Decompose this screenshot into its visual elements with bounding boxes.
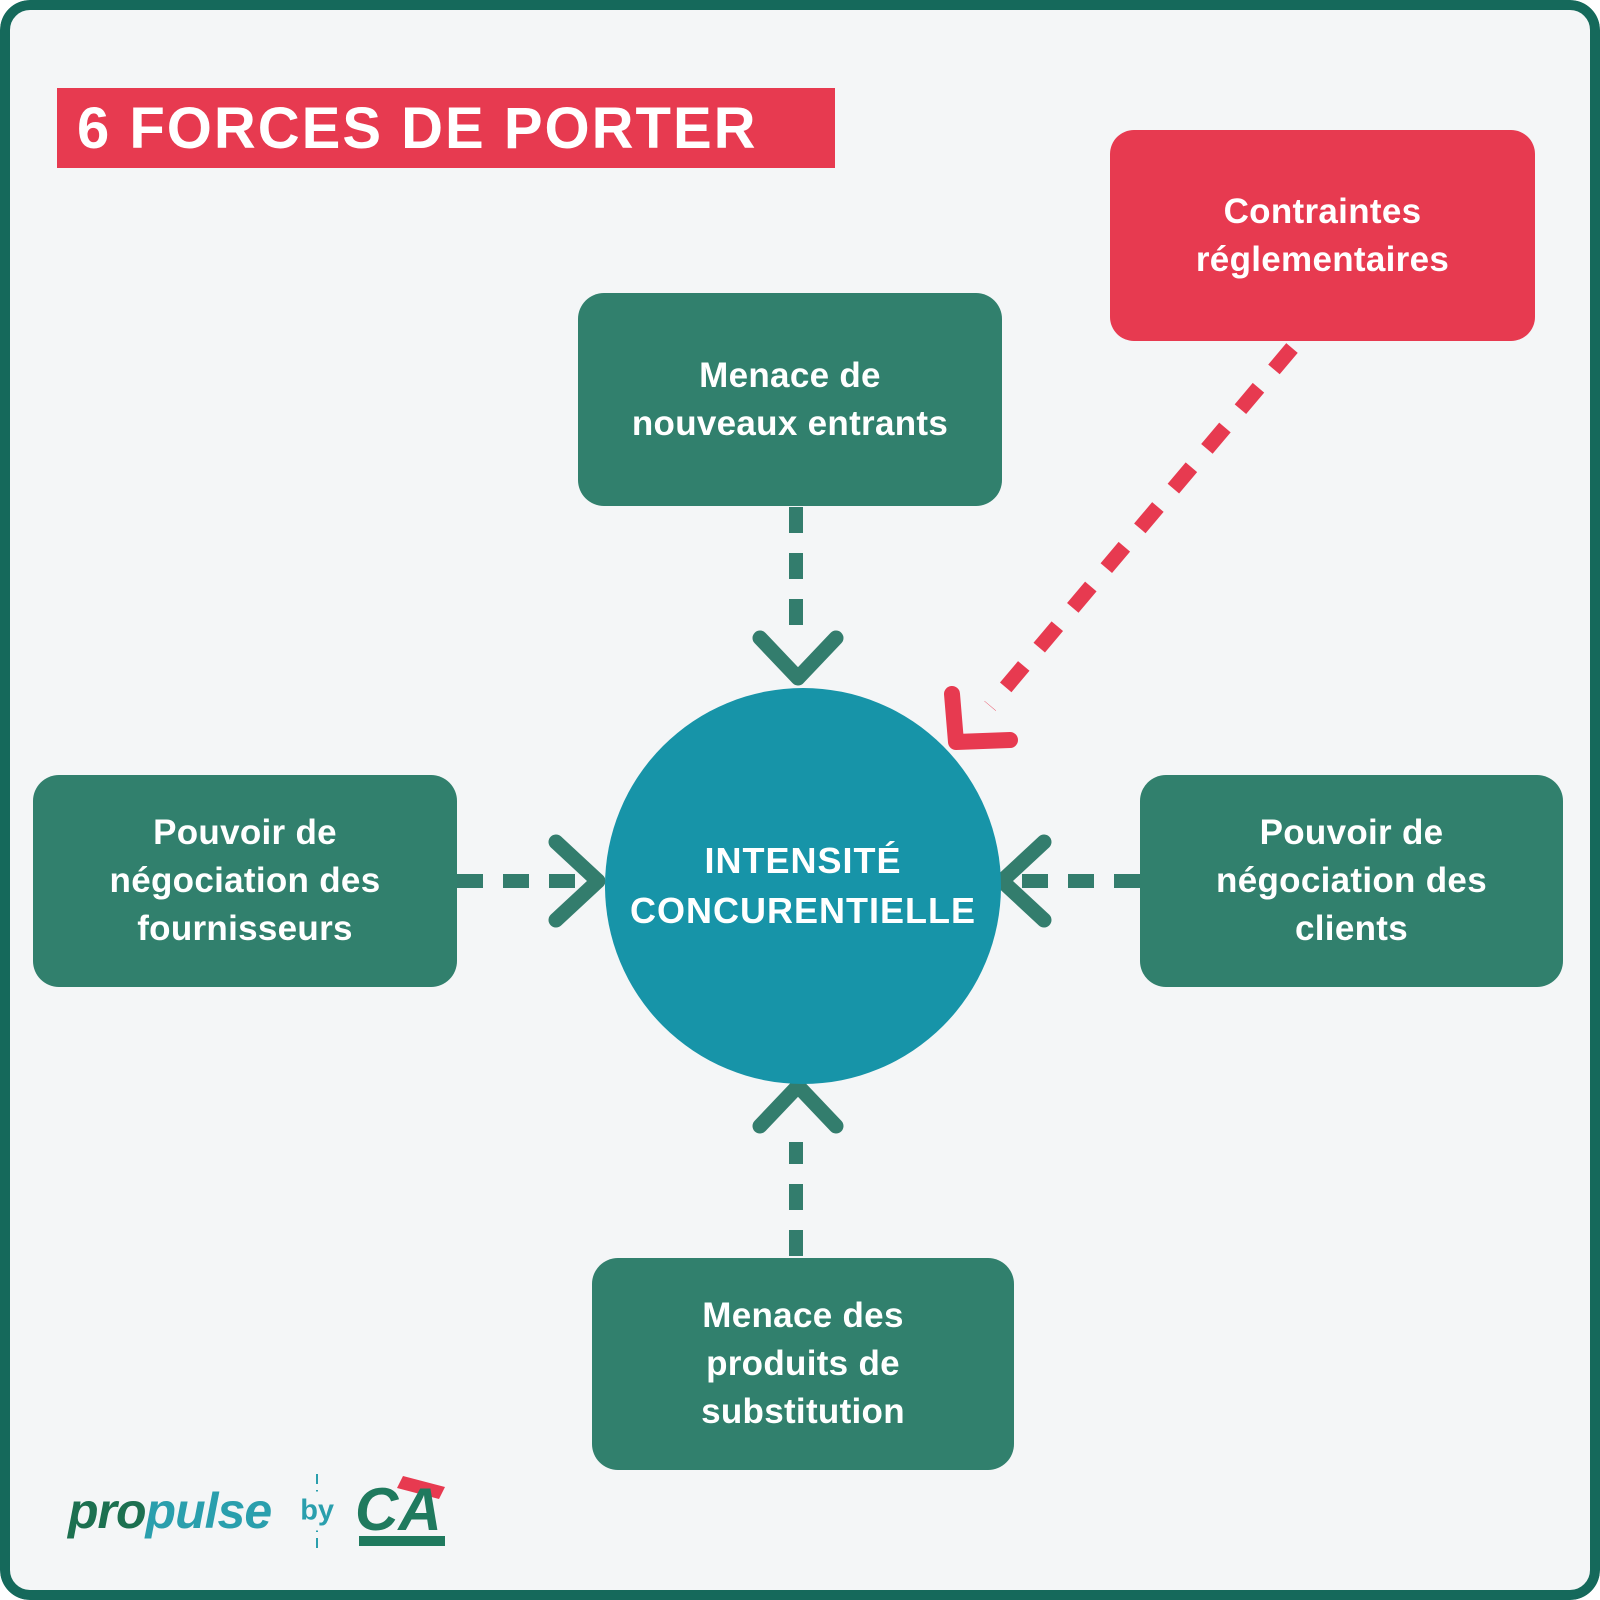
box-substitute-products: Menace des produits de substitution <box>592 1258 1014 1470</box>
arrow-regulatory-icon <box>944 343 1298 750</box>
circle-label-line: INTENSITÉ <box>704 840 902 881</box>
circle-label-line: CONCURENTIELLE <box>630 890 976 931</box>
ca-letters: CA <box>355 1476 442 1543</box>
arrow-top-icon <box>752 507 844 686</box>
box-label-line: négociation des <box>109 861 381 900</box>
box-label-line: clients <box>1295 909 1408 948</box>
logo-text-pulse: pulse <box>145 1483 273 1539</box>
arrow-left-icon <box>457 834 606 928</box>
box-label-line: Pouvoir de <box>153 813 337 852</box>
box-label-line: substitution <box>701 1392 905 1431</box>
credit-agricole-logo-icon: CA <box>355 1476 446 1546</box>
box-label-line: Menace des <box>702 1296 904 1335</box>
box-regulatory-constraints: Contraintes réglementaires <box>1110 130 1535 341</box>
box-label-line: réglementaires <box>1195 239 1450 279</box>
box-label-line: négociation des <box>1216 861 1487 900</box>
box-label-line: Menace de <box>699 355 881 395</box>
arrow-right-icon <box>994 834 1140 928</box>
box-label-line: Contraintes <box>1223 191 1422 231</box>
box-label-line: Pouvoir de <box>1259 813 1444 852</box>
box-label-line: produits de <box>706 1344 900 1383</box>
box-new-entrants: Menace de nouveaux entrants <box>578 293 1002 506</box>
arrow-bottom-icon <box>752 1078 844 1256</box>
center-circle-competitive-intensity: INTENSITÉ CONCURENTIELLE <box>605 688 1001 1084</box>
logo-by-label: by <box>299 1491 336 1531</box>
box-label-line: nouveaux entrants <box>631 403 949 443</box>
box-clients-power: Pouvoir de négociation des clients <box>1140 775 1563 987</box>
box-suppliers-power: Pouvoir de négociation des fournisseurs <box>33 775 457 987</box>
box-label-line: fournisseurs <box>137 909 353 948</box>
logo-text-pro: pro <box>68 1483 147 1539</box>
logo-by-divider: by <box>295 1474 339 1548</box>
page-title: 6 FORCES DE PORTER <box>77 95 758 161</box>
title-banner: 6 FORCES DE PORTER <box>57 88 835 168</box>
